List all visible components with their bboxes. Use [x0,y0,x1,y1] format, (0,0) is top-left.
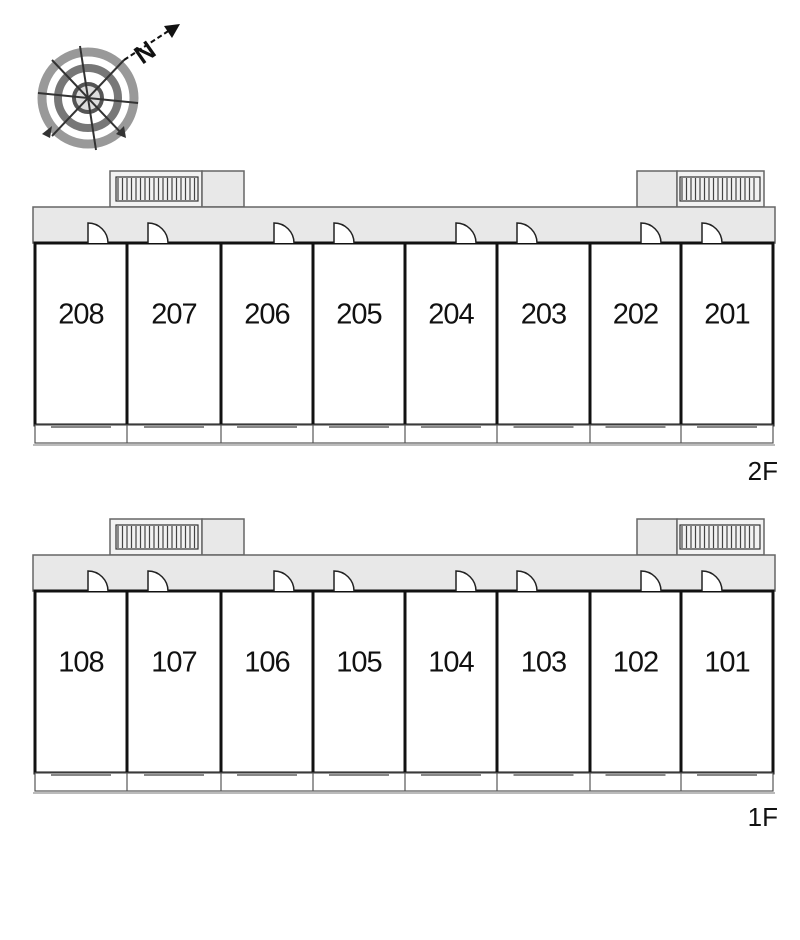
unit-number: 102 [613,647,658,679]
door-icon [87,222,109,244]
door-icon [701,222,723,244]
door-icon [273,570,295,592]
stair-right [676,170,765,208]
north-arrow-icon [164,24,180,38]
unit-number: 205 [336,299,381,331]
balcony [34,424,774,444]
north-label: N [128,35,161,70]
stair-frame-right [679,176,761,202]
unit-number: 202 [613,299,658,331]
door-icon [333,570,355,592]
unit-number: 201 [704,299,749,331]
door-icon [516,222,538,244]
door-icon [147,570,169,592]
unit-number: 206 [244,299,289,331]
stair-frame-left [115,176,199,202]
door-icon [455,222,477,244]
unit-number: 103 [521,647,566,679]
door-icon [273,222,295,244]
unit-number: 203 [521,299,566,331]
unit-number: 207 [151,299,196,331]
landing-left [201,518,245,556]
landing-right [636,518,678,556]
balcony [34,772,774,792]
landing-right [636,170,678,208]
unit-number: 208 [58,299,103,331]
unit-number: 204 [428,299,474,331]
stair-frame-left [115,524,199,550]
door-icon [333,222,355,244]
floor-label-1f: 1F [748,802,778,832]
door-icon [455,570,477,592]
compass-rose-icon [37,24,180,151]
unit-number: 107 [151,647,196,679]
door-icon [640,222,662,244]
landing-left [201,170,245,208]
unit-number: 105 [336,647,381,679]
floor-label-2f: 2F [748,456,778,486]
unit-number: 104 [428,647,474,679]
floor-2f-plan: 208 207 206 205 204 203 202 201 [32,170,776,446]
floor-1f-plan: 108 107 106 105 104 103 102 101 [32,518,776,794]
door-icon [516,570,538,592]
corridor [32,554,776,592]
unit-number: 101 [704,647,749,679]
corridor [32,206,776,244]
door-icon [701,570,723,592]
unit-number: 106 [244,647,289,679]
door-icon [147,222,169,244]
unit-number: 108 [58,647,103,679]
stair-frame-right [679,524,761,550]
door-icon [640,570,662,592]
stair-left [109,170,203,208]
door-icon [87,570,109,592]
